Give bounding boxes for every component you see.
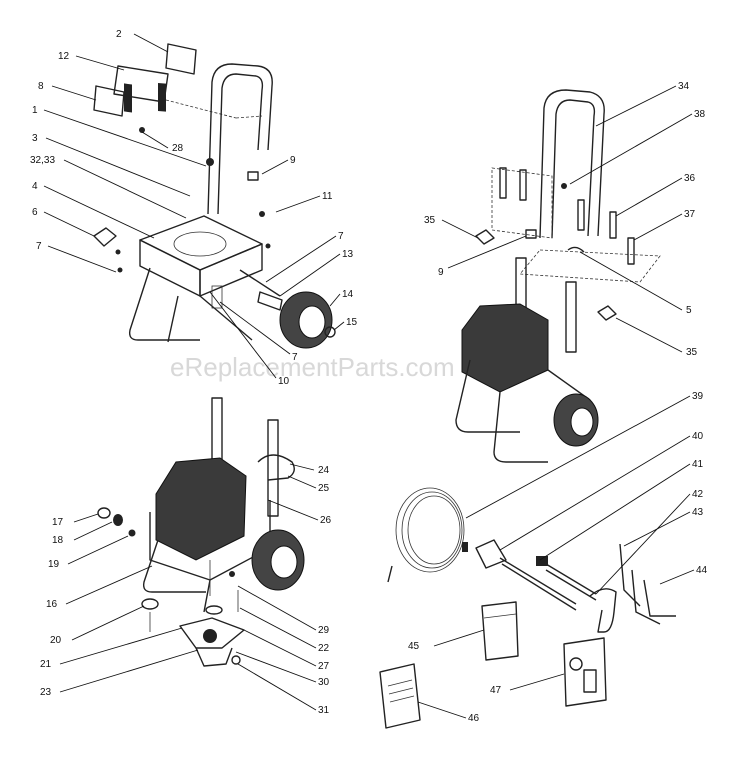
engine-assembled-top [461,303,549,393]
callout-45: 45 [408,641,420,652]
decal-part-2 [165,43,197,75]
wheel-cap-part-15 [324,326,336,338]
engine-pump-assembly [97,397,305,667]
callout-27: 27 [318,661,330,672]
callout-16: 16 [46,599,58,610]
callout-1: 1 [32,105,38,116]
bracket-part-35-top [475,229,495,245]
callout-42: 42 [692,489,704,500]
frame-assembly-exploded [93,43,336,349]
callout-9: 9 [290,155,296,166]
callout-47: 47 [490,685,502,696]
callout-32-33: 32,33 [30,155,55,166]
callout-23: 23 [40,687,52,698]
callout-18: 18 [52,535,64,546]
callout-29: 29 [318,625,330,636]
callout-44: 44 [696,565,708,576]
callout-labels: 2 12 8 1 28 3 32,33 9 4 11 6 7 7 13 14 1… [30,29,708,724]
cap-part-17 [97,507,111,519]
callout-14: 14 [342,289,354,300]
manual-part-46 [379,663,421,729]
gun-part-42 [589,588,617,633]
callout-24: 24 [318,465,330,476]
callout-20: 20 [50,635,62,646]
nozzle-part-40 [475,539,507,569]
callout-11: 11 [322,191,333,202]
callout-5: 5 [686,305,692,316]
callout-9: 9 [438,267,444,278]
callout-28: 28 [172,143,184,154]
callout-41: 41 [692,459,704,470]
leader-lines [43,33,695,719]
callout-13: 13 [342,249,354,260]
manual-part-47 [563,637,607,707]
handle-assembly-exploded [455,89,661,463]
screw-part-28 [139,127,145,133]
callout-15: 15 [346,317,358,328]
callout-30: 30 [318,677,330,688]
washer-part-19 [128,529,136,537]
callout-37: 37 [684,209,696,220]
plug-part-31 [231,655,241,665]
decal-part-8 [93,85,125,117]
callout-7: 7 [338,231,344,242]
watermark: eReplacementParts.com [170,352,455,382]
callout-31: 31 [318,705,330,716]
pump-part-21 [179,617,245,649]
callout-4: 4 [32,181,38,192]
callout-2: 2 [116,29,122,40]
callout-17: 17 [52,517,64,528]
accessories [379,487,676,729]
callout-43: 43 [692,507,704,518]
callout-12: 12 [58,51,70,62]
spacer-part-20 [141,598,159,610]
callout-10: 10 [278,376,290,387]
callout-7: 7 [36,241,42,252]
manual-part-45 [481,601,519,661]
callout-38: 38 [694,109,706,120]
frame-deck [139,215,263,271]
callout-35: 35 [424,215,436,226]
callout-8: 8 [38,81,44,92]
callout-46: 46 [468,713,480,724]
callout-34: 34 [678,81,690,92]
callout-36: 36 [684,173,696,184]
callout-25: 25 [318,483,330,494]
callout-22: 22 [318,643,330,654]
callout-35: 35 [686,347,698,358]
foot-part-6 [93,227,117,247]
callout-19: 19 [48,559,60,570]
callout-7: 7 [292,352,298,363]
callout-39: 39 [692,391,704,402]
callout-6: 6 [32,207,38,218]
hose-part-39 [395,487,465,573]
callout-40: 40 [692,431,704,442]
bracket-part-35-bottom [597,305,617,321]
callout-3: 3 [32,133,38,144]
callout-26: 26 [320,515,332,526]
engine-part [155,457,247,561]
fitting-part-18 [113,514,123,526]
callout-21: 21 [40,659,52,670]
